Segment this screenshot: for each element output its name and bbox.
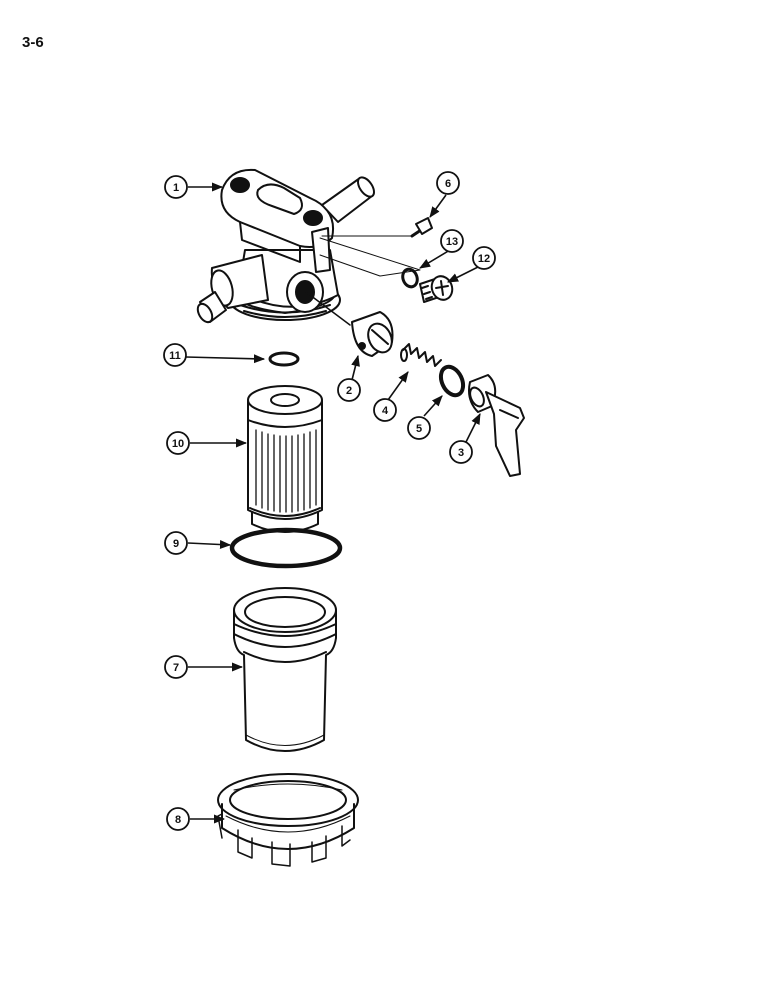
callout-4: 4 (373, 398, 397, 422)
page-number: 3-6 (22, 34, 44, 51)
callout-7-label: 7 (173, 662, 179, 674)
washer-part (438, 364, 466, 398)
callout-4-label: 4 (382, 405, 389, 417)
callout-3: 3 (449, 440, 473, 464)
filter-bowl-part (233, 587, 337, 752)
screw-part (410, 217, 433, 238)
callout-6-label: 6 (445, 178, 451, 190)
callout-12-label: 12 (478, 253, 490, 265)
small-o-ring-part (268, 351, 300, 367)
small-washer-part (401, 267, 419, 289)
large-o-ring-part (229, 527, 343, 569)
callout-8: 8 (166, 807, 190, 831)
bleed-bolt-part (419, 275, 454, 303)
spring-part (400, 343, 442, 367)
callout-13-label: 13 (446, 236, 458, 248)
retaining-nut-part (217, 773, 359, 867)
callout-3-label: 3 (458, 447, 464, 459)
callout-9: 9 (164, 531, 188, 555)
callout-6: 6 (436, 171, 460, 195)
valve-core-part (305, 291, 394, 357)
callout-11: 11 (163, 343, 187, 367)
callout-8-label: 8 (175, 814, 181, 826)
callout-13: 13 (440, 229, 464, 253)
callout-7: 7 (164, 655, 188, 679)
callout-2-label: 2 (346, 385, 352, 397)
callout-1-label: 1 (173, 182, 179, 194)
filter-element-part (247, 385, 323, 533)
callout-1: 1 (164, 175, 188, 199)
callout-12: 12 (472, 246, 496, 270)
filter-head-part (196, 168, 375, 324)
callout-10-label: 10 (172, 438, 184, 450)
lever-handle-part (468, 374, 525, 477)
callout-5: 5 (407, 416, 431, 440)
callout-2: 2 (337, 378, 361, 402)
callout-5-label: 5 (416, 423, 422, 435)
callout-9-label: 9 (173, 538, 179, 550)
callout-11-label: 11 (169, 350, 181, 362)
callout-10: 10 (166, 431, 190, 455)
